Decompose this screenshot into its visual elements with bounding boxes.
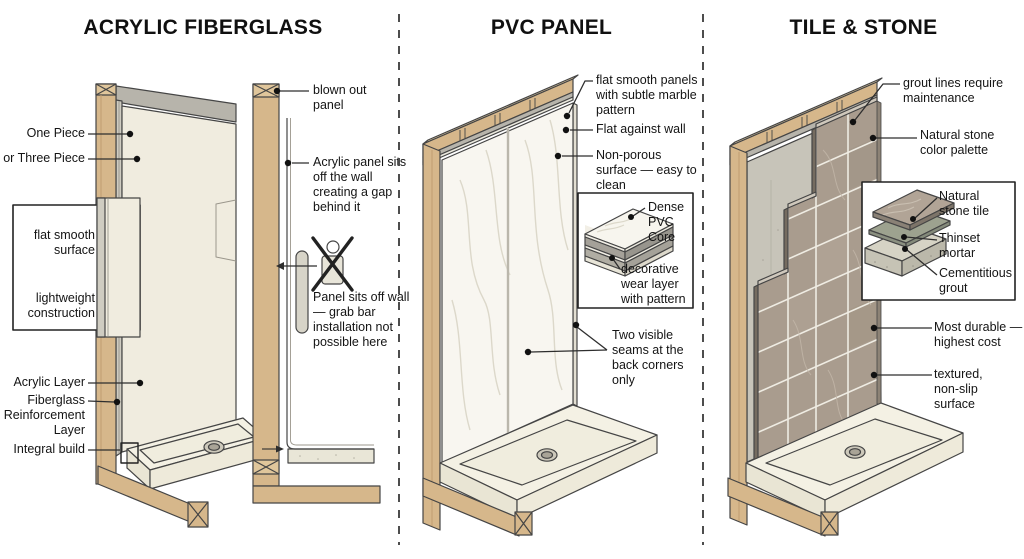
label-blown-out-panel: blown out panel [313,83,367,112]
label-two-seams: Two visible seams at the back corners on… [612,328,684,387]
label-most-durable: Most durable — highest cost [934,320,1023,349]
pvc-callout-lines [524,80,646,356]
label-flat-against-wall: Flat against wall [596,122,686,136]
stone-tiles [753,96,882,461]
acrylic-side-view [252,83,381,504]
label-panel-gap-note: Acrylic panel sits off the wall creating… [313,155,407,214]
label-dense-pvc-core: Dense PVC Core [648,200,685,244]
tile-wall [729,77,883,526]
label-lightweight-construction: lightweight construction [27,291,95,320]
label-one-piece: One Piece [26,126,85,140]
crossed-out-person-icon [311,236,354,292]
section-title-pvc: PVC PANEL [490,16,613,39]
section-tile-stone: TILE & STONE grout lines require mainten… [703,0,1024,559]
label-non-porous: Non-porous surface — easy to clean [596,148,697,192]
label-wear-layer: decorative wear layer with pattern [621,262,686,306]
section-title-tile: TILE & STONE [789,16,938,39]
label-textured-surface: textured, non-slip surface [934,367,983,411]
tile-shower-pan [727,402,964,537]
pvc-shower-illustration [422,74,694,537]
label-fiberglass-layer: Fiberglass Reinforcement Layer [3,393,85,437]
acrylic-callout-lines [87,87,317,464]
label-thinset-mortar: Thinset mortar [939,231,980,260]
section-acrylic-fiberglass: ACRYLIC FIBERGLASS One Piece or Three Pi… [0,0,409,559]
label-cementitious-grout: Cementitious grout [939,266,1012,295]
label-grout-lines: grout lines require maintenance [903,76,1004,105]
acrylic-detail-inset-box [12,197,141,338]
section-divider-right [702,14,704,545]
label-natural-stone-tile: Natural stone tile [939,189,990,218]
tile-callout-lines [849,83,938,379]
label-integral-build: Integral build [13,442,85,456]
label-stone-palette: Natural stone color palette [920,128,995,157]
label-flat-smooth-panels: flat smooth panels with subtle marble pa… [596,73,698,117]
acrylic-shower-illustration [12,83,381,528]
label-acrylic-layer: Acrylic Layer [13,375,85,389]
pvc-core-inset-box [577,192,694,309]
label-flat-smooth-surface: flat smooth surface [33,228,95,257]
label-or-three-piece: or Three Piece [3,151,85,165]
grab-bar-icon [295,250,309,334]
pvc-shower-pan [422,404,658,537]
section-pvc-panel: PVC PANEL flat smooth panels with subtle… [400,0,703,559]
label-grab-bar-note: Panel sits off wall — grab bar installat… [313,290,410,349]
tile-shower-illustration [727,77,1016,537]
section-title-acrylic: ACRYLIC FIBERGLASS [83,16,323,39]
section-divider-left [398,14,400,545]
tile-layers-inset-box [861,181,1016,301]
